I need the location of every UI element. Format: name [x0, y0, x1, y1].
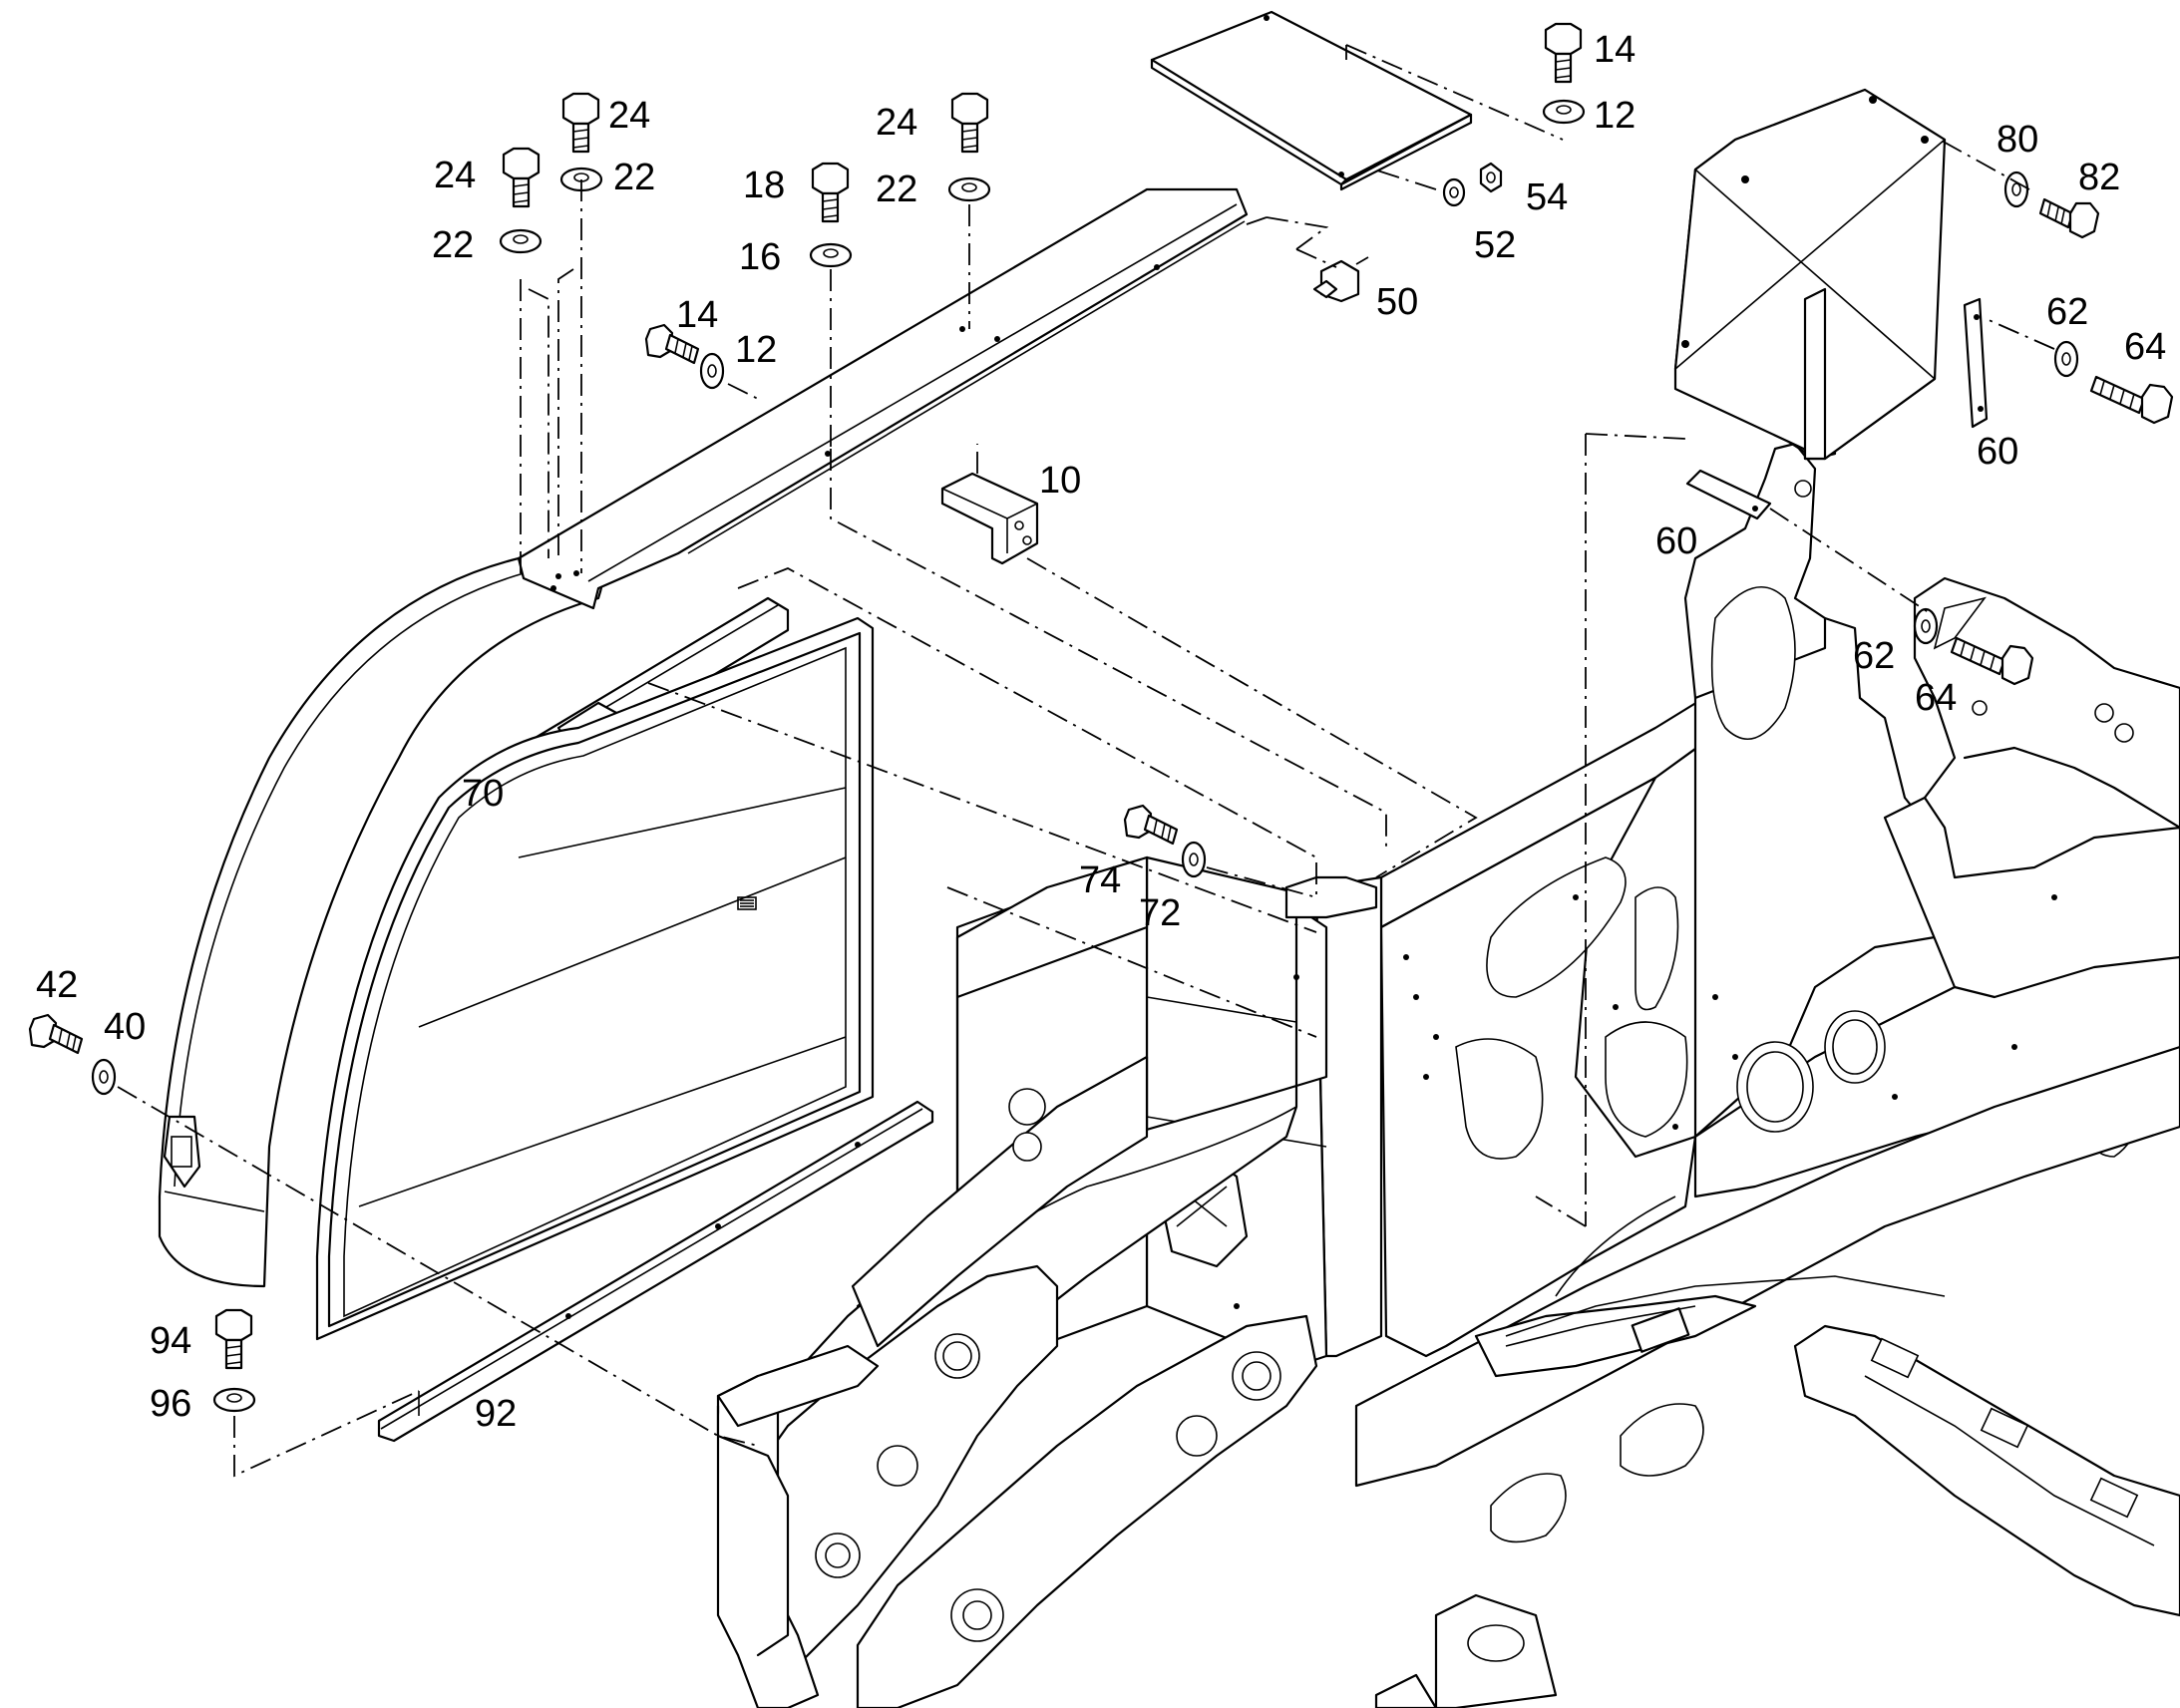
callout-14-top: 14: [1594, 29, 1635, 71]
washer-22-mid: [947, 176, 991, 202]
callout-96: 96: [150, 1383, 191, 1425]
washer-12-top: [1542, 99, 1586, 125]
callout-74: 74: [1079, 859, 1121, 901]
callout-70: 70: [462, 773, 504, 815]
chassis-frame: [716, 442, 2180, 1708]
callout-60-upper: 60: [1977, 431, 2018, 473]
bottom-rail-92: [377, 1100, 934, 1443]
callout-24-left: 24: [434, 155, 476, 196]
bolt-24-left: [502, 147, 541, 208]
strip-60-upper: [1963, 297, 1989, 429]
callout-72: 72: [1139, 892, 1181, 934]
callout-64-upper: 64: [2124, 326, 2166, 368]
nut-54: [1479, 162, 1503, 193]
washer-96: [212, 1387, 256, 1413]
bolt-74: [1123, 804, 1179, 846]
callout-14-left: 14: [676, 294, 718, 336]
bolt-94: [214, 1308, 253, 1370]
callout-92: 92: [475, 1393, 517, 1435]
callout-52: 52: [1474, 224, 1516, 266]
right-cover: [1673, 88, 1947, 461]
callout-24-upper: 24: [608, 95, 650, 137]
washer-40: [91, 1058, 117, 1096]
callout-16: 16: [739, 236, 781, 278]
rubber-mount-50: [1312, 256, 1369, 303]
washer-12-left: [699, 352, 725, 390]
bolt-82: [2038, 197, 2100, 239]
callout-40: 40: [104, 1006, 146, 1048]
washer-80: [2003, 171, 2029, 208]
callout-24-mid: 24: [876, 102, 917, 144]
callout-22-mid: 22: [876, 169, 917, 210]
callout-64-lower: 64: [1915, 677, 1957, 719]
bolt-24-mid: [950, 92, 989, 154]
top-cover-plate: [1150, 10, 1473, 191]
callout-12-left: 12: [735, 329, 777, 371]
bolt-24-upper: [561, 92, 600, 154]
callout-10: 10: [1039, 460, 1081, 502]
callout-80: 80: [1997, 119, 2038, 161]
callout-18: 18: [743, 165, 785, 206]
callout-50: 50: [1376, 281, 1418, 323]
callout-82: 82: [2078, 157, 2120, 198]
bolt-14-left: [644, 323, 700, 365]
bolt-42: [28, 1013, 84, 1055]
washer-62-upper: [2053, 340, 2079, 378]
bolt-18: [811, 162, 850, 223]
side-panel: [315, 616, 875, 1341]
callout-42: 42: [36, 964, 78, 1006]
washer-22-left: [499, 228, 543, 254]
strip-60-lower: [1685, 469, 1772, 520]
long-top-panel: [517, 187, 1249, 610]
washer-52: [1442, 177, 1466, 207]
callout-54: 54: [1526, 176, 1568, 218]
callout-62-lower: 62: [1853, 635, 1895, 677]
bolt-64-upper: [2089, 375, 2174, 425]
callout-22-upper: 22: [613, 157, 655, 198]
frame-rivets: [1234, 894, 2057, 1309]
callout-22-left: 22: [432, 224, 474, 266]
assembly-leader-lines: [117, 44, 2055, 1478]
washer-16: [809, 242, 853, 268]
callout-labels: 14 12 24 24 22 22 24 18 22 16 14 12 54 5…: [36, 29, 2166, 1435]
bolt-64-lower: [1950, 636, 2034, 686]
bolt-14-top: [1544, 22, 1583, 84]
callout-62-upper: 62: [2046, 291, 2088, 333]
bracket-10: [940, 472, 1039, 565]
callout-12-top: 12: [1594, 95, 1635, 137]
fender: [158, 541, 605, 1288]
callout-94: 94: [150, 1320, 191, 1362]
callout-60-lower: 60: [1655, 520, 1697, 562]
washer-62-lower: [1913, 607, 1939, 645]
washer-72: [1181, 841, 1207, 878]
